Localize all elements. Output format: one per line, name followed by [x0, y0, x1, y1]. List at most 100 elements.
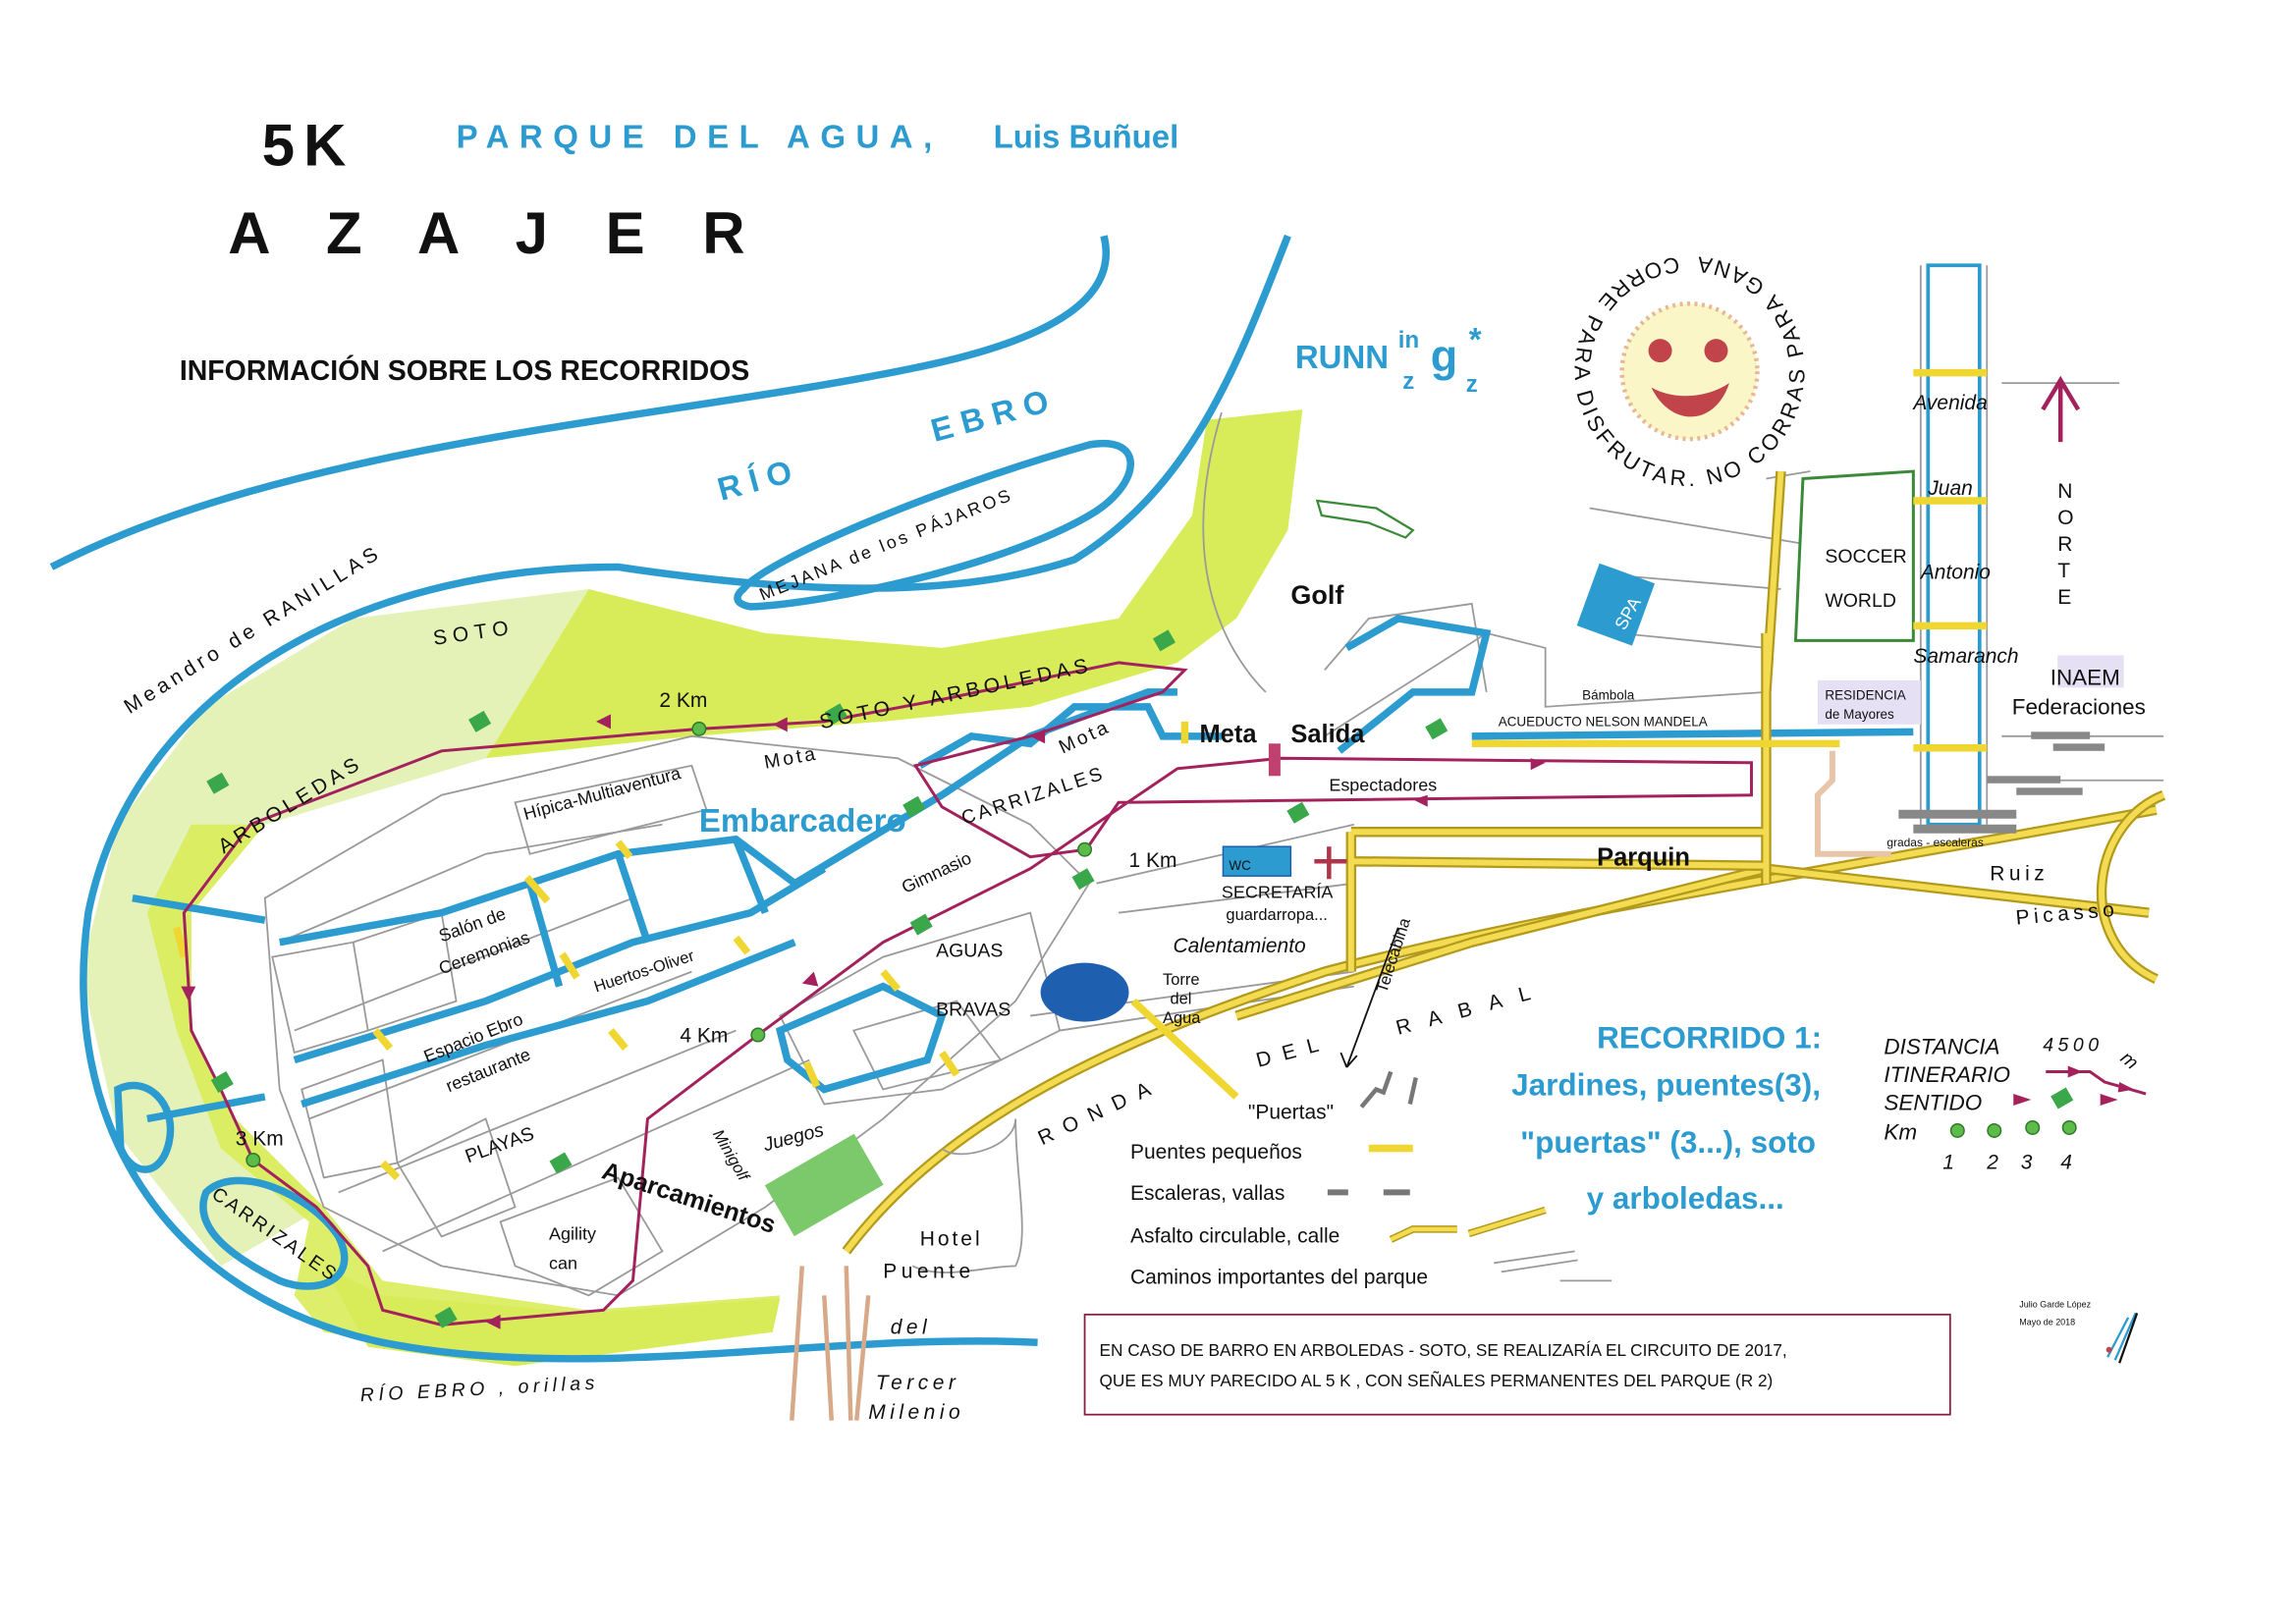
lagoon-west: [114, 1081, 175, 1173]
label-gradas: gradas - escaleras: [1886, 836, 1983, 849]
key-km-marker: [1987, 1122, 2002, 1138]
logo-z-text: z: [1402, 368, 1414, 395]
key-sentido: SENTIDO: [1884, 1090, 1982, 1114]
caminos-symbol: [1494, 1250, 1613, 1282]
logo-g-text: g: [1431, 331, 1457, 381]
label-embarcadero: Embarcadero: [699, 802, 906, 839]
km-markers: [246, 721, 1093, 1167]
legend-escaleras: Escaleras, vallas: [1130, 1182, 1285, 1205]
key-km-1: 1: [1942, 1151, 1954, 1173]
km-marker-3: [246, 1152, 261, 1167]
first-aid-cross-icon: [1314, 846, 1347, 880]
label-norte-t: T: [2057, 560, 2070, 582]
key-km: Km: [1884, 1119, 1917, 1144]
tercer-milenio-bridge: [790, 1266, 871, 1421]
label-espectadores: Espectadores: [1329, 775, 1437, 794]
asphalt-roads: [173, 368, 2166, 1255]
label-aguas: AGUAS: [936, 941, 1003, 962]
label-torre: Torre: [1163, 971, 1200, 989]
legend: "Puertas" Puentes pequeños Escaleras, va…: [1130, 1070, 1613, 1288]
label-calentamiento: Calentamiento: [1173, 935, 1305, 957]
label-norte-r: R: [2057, 533, 2072, 556]
label-soccer: SOCCER: [1825, 546, 1906, 568]
route-key: DISTANCIA 4500 m ITINERARIO SENTIDO Km 1…: [1884, 1035, 2147, 1173]
km-marker-4: [750, 1027, 766, 1043]
label-3km: 3 Km: [236, 1127, 284, 1150]
label-samaranch: Samaranch: [1913, 645, 2018, 668]
notice-line-1: EN CASO DE BARRO EN ARBOLEDAS - SOTO, SE…: [1100, 1340, 1787, 1360]
soccer-world-field: [1793, 469, 1915, 642]
label-parquin: Parquin: [1597, 844, 1690, 872]
label-1km: 1 Km: [1129, 849, 1177, 872]
smiley-mouth: [1651, 383, 1729, 417]
sentido-sign-icon: [2050, 1087, 2074, 1110]
direction-arrows: [181, 714, 1546, 1329]
label-avenida: Avenida: [1911, 392, 1987, 414]
route-itinerary: [182, 661, 1753, 1326]
mud-notice: EN CASO DE BARRO EN ARBOLEDAS - SOTO, SE…: [1083, 1313, 1951, 1416]
recorrido-title: RECORRIDO 1:: [1597, 1021, 1822, 1056]
spa-building: [1576, 563, 1656, 646]
credit-author: Julio Garde López: [2019, 1299, 2091, 1309]
label-bambola: Bámbola: [1582, 687, 1635, 702]
legend-asfalto: Asfalto circulable, calle: [1130, 1224, 1339, 1247]
legend-caminos: Caminos importantes del parque: [1130, 1266, 1428, 1288]
key-itinerario: ITINERARIO: [1884, 1062, 2010, 1087]
label-milenio: Milenio: [868, 1401, 964, 1424]
label-puente: Puente: [883, 1260, 974, 1282]
km-marker-1: [1077, 841, 1093, 857]
telecabina-arrow: [1339, 927, 1399, 1068]
key-km-4: 4: [2060, 1151, 2072, 1173]
wc-building: [1222, 845, 1292, 877]
runningzgz-logo: RUNN in z g z *: [1295, 321, 1482, 398]
soto-area: [485, 409, 1303, 759]
label-agility-2: can: [549, 1253, 577, 1272]
recorrido-line-2: "puertas" (3...), soto: [1520, 1125, 1816, 1160]
label-meta: Meta: [1199, 721, 1257, 748]
minigolf-area: [764, 1133, 884, 1237]
smiley-eye-right: [1704, 339, 1728, 363]
puertas-symbol: [1359, 1070, 1418, 1109]
north-arrow-icon: [2041, 375, 2081, 443]
key-km-2: 2: [1986, 1151, 1998, 1173]
label-residencia: RESIDENCIA: [1825, 687, 1905, 702]
river-bank-south: [80, 234, 1291, 1363]
water-tower-pond: [1040, 962, 1129, 1022]
gradas-stairs: [1898, 731, 2105, 834]
label-norte-e: E: [2057, 586, 2071, 609]
park-person: Luis Buñuel: [994, 118, 1179, 154]
logo-z2-text: z: [1466, 371, 1478, 398]
label-secretaria: SECRETARÍA: [1222, 883, 1334, 902]
key-distance-value: 4500: [2043, 1035, 2103, 1056]
label-juan: Juan: [1927, 477, 1972, 500]
gradas-fence: [1814, 750, 1891, 857]
pencil-icon: [2105, 1312, 2139, 1364]
park-name: PARQUE DEL AGUA,: [457, 118, 943, 154]
label-bravas: BRAVAS: [936, 1000, 1011, 1021]
label-wc: WC: [1229, 858, 1251, 873]
legend-puentes: Puentes pequeños: [1130, 1141, 1302, 1164]
label-hotel: Hotel: [920, 1227, 983, 1250]
km-marker-2: [691, 721, 707, 736]
direction-signs: [206, 629, 1449, 1328]
meta-gate: [1268, 743, 1281, 777]
key-km-marker: [2061, 1119, 2077, 1135]
info-heading: INFORMACIÓN SOBRE LOS RECORRIDOS: [180, 355, 749, 387]
label-agility-1: Agility: [549, 1223, 596, 1243]
label-norte-o: O: [2057, 507, 2073, 529]
smiley-eye-left: [1648, 339, 1672, 363]
key-km-3: 3: [2021, 1151, 2033, 1173]
label-golf: Golf: [1290, 580, 1344, 610]
label-inaem: INAEM: [2050, 665, 2120, 689]
label-ruiz: Ruiz: [1990, 863, 2049, 886]
logo-in-text: in: [1398, 327, 1419, 353]
key-distancia: DISTANCIA: [1884, 1035, 1999, 1059]
label-acueducto: ACUEDUCTO NELSON MANDELA: [1499, 714, 1708, 729]
legend-puertas: "Puertas": [1248, 1101, 1334, 1123]
label-tercer: Tercer: [876, 1372, 960, 1394]
ronda-side-road: [911, 1118, 1023, 1273]
label-del: del: [891, 1316, 931, 1338]
carrizales-lagoon: [199, 1176, 349, 1290]
label-torre-agua: Agua: [1163, 1009, 1201, 1027]
